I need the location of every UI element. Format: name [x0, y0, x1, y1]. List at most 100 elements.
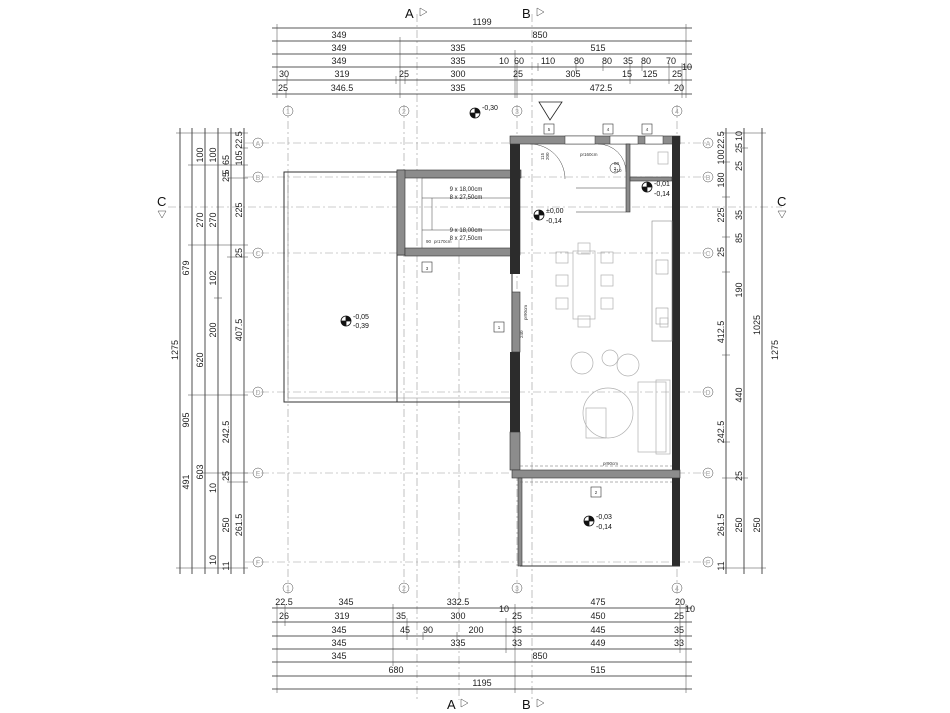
axis-marker-3-top: 3 [511, 105, 523, 117]
axis-marker-4-top: 4 [671, 105, 683, 117]
svg-text:11: 11 [716, 561, 726, 570]
level-markers: -0,30 -0,05 -0,39 ±0,00 -0,14 -0,01 -0,1… [340, 105, 670, 531]
svg-text:B: B [256, 175, 261, 182]
grid-axis-markers: 1 2 3 4 1 2 3 4 A B C D E F A B C D E F [252, 105, 714, 594]
svg-text:60: 60 [514, 56, 524, 66]
svg-text:240: 240 [519, 330, 524, 338]
svg-text:F: F [706, 560, 710, 567]
svg-text:25: 25 [278, 83, 288, 93]
axis-marker-1-top: 1 [282, 105, 294, 117]
svg-text:100: 100 [716, 149, 726, 164]
svg-text:10: 10 [499, 56, 509, 66]
svg-text:407.5: 407.5 [234, 319, 244, 342]
level-marker-terrace-bottom: -0,03 -0,14 [583, 514, 612, 531]
svg-text:10: 10 [499, 604, 509, 614]
annotation-notes: pr160cm 80 210 115 200 pr90cm 240 pr90cm [519, 101, 622, 466]
section-b-top-label: B [522, 6, 531, 21]
svg-text:1: 1 [286, 109, 290, 116]
svg-text:pr90cm: pr90cm [523, 305, 528, 320]
svg-text:335: 335 [450, 43, 465, 53]
svg-text:90: 90 [423, 625, 433, 635]
svg-text:F: F [256, 560, 260, 567]
svg-text:10: 10 [734, 131, 744, 141]
svg-text:225: 225 [234, 202, 244, 217]
svg-text:475: 475 [590, 597, 605, 607]
svg-text:35: 35 [623, 56, 633, 66]
svg-text:250: 250 [734, 517, 744, 532]
svg-text:905: 905 [181, 412, 191, 427]
svg-text:515: 515 [590, 43, 605, 53]
svg-text:C: C [705, 251, 710, 258]
svg-text:200: 200 [545, 152, 550, 160]
svg-text:pr170cm: pr170cm [434, 239, 452, 244]
axis-marker-c-right: C [702, 247, 714, 259]
svg-text:4: 4 [675, 586, 679, 593]
svg-text:100: 100 [195, 147, 205, 162]
svg-text:200: 200 [468, 625, 483, 635]
svg-text:210: 210 [614, 168, 622, 173]
svg-text:300: 300 [450, 611, 465, 621]
svg-text:345: 345 [338, 597, 353, 607]
section-arrow-icon [536, 698, 545, 708]
svg-text:345: 345 [331, 638, 346, 648]
svg-text:E: E [256, 471, 261, 478]
room-tag-3: 3 [426, 266, 429, 271]
svg-text:3: 3 [515, 109, 519, 116]
svg-text:125: 125 [642, 69, 657, 79]
svg-text:349: 349 [331, 43, 346, 53]
room-tag-5: 5 [548, 127, 551, 132]
svg-text:190: 190 [734, 282, 744, 297]
svg-text:-0,03: -0,03 [596, 514, 612, 521]
svg-text:A: A [706, 141, 711, 148]
svg-text:472.5: 472.5 [590, 83, 613, 93]
svg-text:45: 45 [400, 625, 410, 635]
svg-text:440: 440 [734, 387, 744, 402]
svg-text:250: 250 [752, 517, 762, 532]
level-marker-entry: ±0,00 -0,14 [533, 208, 564, 225]
section-a-top-label: A [405, 6, 414, 21]
svg-text:850: 850 [532, 30, 547, 40]
svg-text:65: 65 [221, 155, 231, 165]
svg-text:242.5: 242.5 [221, 421, 231, 444]
room-tag-4a: 4 [607, 127, 610, 132]
section-markers: A B A B C C [157, 6, 787, 712]
room-tag-4b: 4 [646, 127, 649, 132]
wc-tag: 2 [614, 166, 617, 171]
svg-text:242.5: 242.5 [716, 421, 726, 444]
level-marker-terrace-left: -0,05 -0,39 [340, 314, 369, 330]
svg-text:261.5: 261.5 [716, 514, 726, 537]
section-arrow-icon [777, 210, 787, 219]
room-tags: 5 4 4 1 2 2 [493, 123, 653, 498]
svg-text:C: C [255, 251, 260, 258]
stair-upper-line-1: 9 x 18,00cm [450, 187, 483, 193]
svg-text:25: 25 [221, 471, 231, 481]
svg-text:10: 10 [685, 604, 695, 614]
right-dimension-chains: 22.5 100 180 225 35 25 85 190 412.5 440 … [716, 128, 780, 574]
svg-text:1275: 1275 [770, 340, 780, 360]
stair-lower-line-1: 9 x 18,00cm [450, 228, 483, 234]
svg-text:603: 603 [195, 464, 205, 479]
svg-text:270: 270 [208, 212, 218, 227]
svg-text:D: D [255, 390, 260, 397]
svg-text:1199: 1199 [472, 17, 491, 27]
svg-text:680: 680 [388, 665, 403, 675]
svg-text:349: 349 [331, 56, 346, 66]
axis-marker-d-left: D [252, 386, 264, 398]
svg-text:491: 491 [181, 474, 191, 489]
svg-text:5: 5 [221, 169, 231, 174]
svg-text:25: 25 [674, 611, 684, 621]
svg-text:850: 850 [532, 651, 547, 661]
svg-text:-0,14: -0,14 [546, 218, 562, 225]
svg-text:E: E [706, 471, 711, 478]
svg-text:445: 445 [590, 625, 605, 635]
svg-text:±0,00: ±0,00 [546, 208, 564, 215]
axis-marker-e-right: E [702, 467, 714, 479]
svg-text:25: 25 [513, 69, 523, 79]
svg-text:-0,01: -0,01 [654, 181, 670, 188]
svg-text:22.5: 22.5 [275, 597, 293, 607]
svg-text:200: 200 [208, 322, 218, 337]
svg-text:319: 319 [334, 611, 349, 621]
svg-text:25: 25 [734, 161, 744, 171]
svg-text:4: 4 [675, 109, 679, 116]
